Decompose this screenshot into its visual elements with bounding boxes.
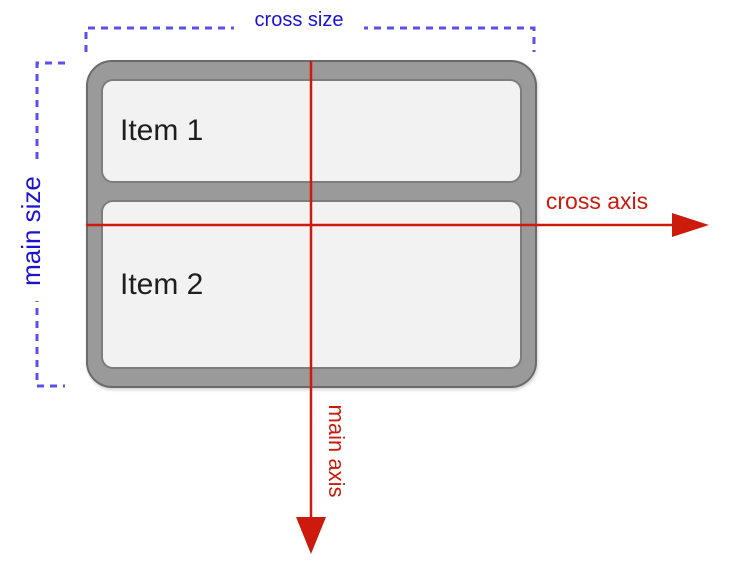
- cross-axis-arrowhead-icon: [672, 213, 709, 237]
- flex-item-1: Item 1: [101, 79, 522, 183]
- cross-size-label: cross size: [234, 5, 364, 35]
- flex-item-2: Item 2: [101, 200, 522, 369]
- flex-container: Item 1 Item 2: [86, 60, 537, 388]
- main-size-label: main size: [14, 161, 48, 301]
- main-axis-label: main axis: [324, 404, 349, 498]
- main-axis-arrowhead-icon: [296, 517, 326, 554]
- cross-axis-label: cross axis: [545, 188, 649, 214]
- flex-item-1-label: Item 1: [120, 114, 204, 147]
- flex-item-2-label: Item 2: [120, 267, 204, 301]
